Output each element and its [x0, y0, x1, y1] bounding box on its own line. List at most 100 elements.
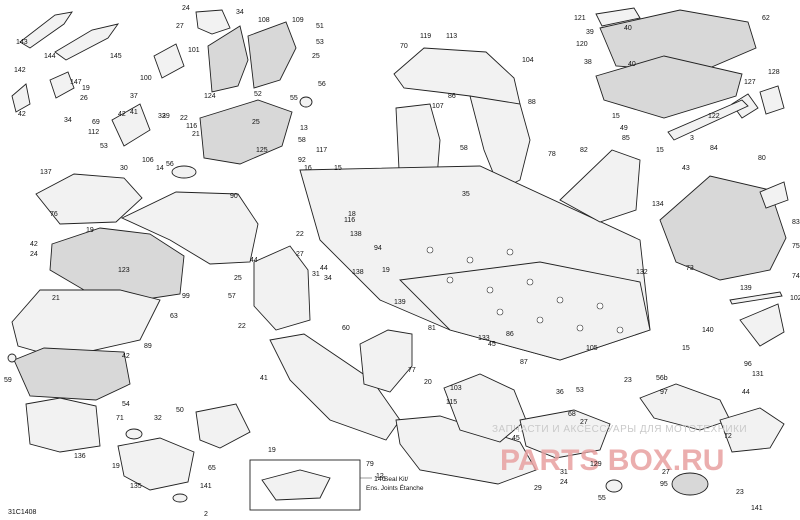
callout-34: 34 [236, 9, 244, 16]
callout-128: 128 [768, 69, 780, 76]
callout-24: 24 [560, 479, 568, 486]
callout-56: 56 [318, 81, 326, 88]
callout-15: 15 [334, 165, 342, 172]
callout-40: 40 [624, 25, 632, 32]
callout-73: 73 [686, 265, 694, 272]
part-rack-62 [599, 9, 757, 73]
callout-15: 15 [682, 345, 690, 352]
callout-97: 97 [660, 389, 668, 396]
callout-29: 29 [534, 485, 542, 492]
floor-hole [596, 302, 604, 310]
part-rack-120 [595, 55, 743, 119]
part-bracket-83 [759, 181, 789, 209]
callout-53: 53 [576, 387, 584, 394]
callout-27: 27 [662, 469, 670, 476]
part-tunnel-88 [469, 95, 531, 191]
callout-25: 25 [312, 53, 320, 60]
part-ring-12 [172, 493, 188, 503]
callout-71: 71 [116, 415, 124, 422]
callout-30: 30 [120, 165, 128, 172]
callout-140: 140 [702, 327, 714, 334]
part-cover-136 [195, 403, 251, 449]
callout-132: 132 [636, 269, 648, 276]
callout-134: 134 [652, 201, 664, 208]
callout-19: 19 [382, 267, 390, 274]
callout-78: 78 [548, 151, 556, 158]
part-ring-54 [7, 353, 17, 363]
callout-22: 22 [180, 115, 188, 122]
callout-39: 39 [586, 29, 594, 36]
callout-136: 136 [74, 453, 86, 460]
callout-80: 80 [758, 155, 766, 162]
callout-125: 125 [256, 147, 268, 154]
callout-99: 99 [182, 293, 190, 300]
callout-106: 106 [142, 157, 154, 164]
callout-42: 42 [18, 111, 26, 118]
floor-hole [506, 248, 514, 256]
callout-68: 68 [568, 411, 576, 418]
callout-54: 54 [122, 401, 130, 408]
part-console-113 [393, 47, 521, 109]
callout-81: 81 [428, 325, 436, 332]
callout-31: 31 [560, 469, 568, 476]
floor-hole [616, 326, 624, 334]
callout-19: 19 [268, 447, 276, 454]
callout-115: 115 [446, 399, 457, 406]
callout-21: 21 [192, 131, 200, 138]
callout-41: 41 [260, 375, 268, 382]
callout-62: 62 [762, 15, 770, 22]
callout-103: 103 [450, 385, 462, 392]
part-housing-13 [199, 99, 293, 165]
callout-147: 147 [70, 79, 82, 86]
floor-hole [446, 276, 454, 284]
callout-112: 112 [88, 129, 99, 136]
callout-15: 15 [612, 113, 620, 120]
callout-60: 60 [342, 325, 350, 332]
seal-kit-label: Seal Kit/ [384, 476, 408, 483]
part-grip-121 [595, 7, 641, 27]
callout-56: 56 [166, 161, 174, 168]
callout-101: 101 [188, 47, 200, 54]
part-trim-strip-143 [19, 11, 73, 49]
floor-hole [496, 308, 504, 316]
part-cap-56 [171, 165, 197, 179]
part-panel-57 [253, 245, 311, 331]
callout-27: 27 [296, 251, 304, 258]
part-bracket-147 [49, 71, 75, 99]
callout-116: 116 [186, 123, 197, 130]
part-panel-139 [399, 261, 651, 361]
callout-131: 131 [752, 371, 764, 378]
floor-holes [426, 246, 624, 334]
callout-63: 63 [170, 313, 178, 320]
callout-19: 19 [86, 227, 94, 234]
seal-kit-number: 146 [374, 476, 386, 483]
callout-123: 123 [118, 267, 130, 274]
callout-77: 77 [408, 367, 416, 374]
callout-33: 33 [158, 113, 166, 120]
part-hood-137 [35, 173, 143, 225]
callout-27: 27 [176, 23, 184, 30]
callout-45: 45 [512, 435, 520, 442]
callout-21: 21 [52, 295, 60, 302]
callout-72: 72 [724, 433, 732, 440]
callout-119: 119 [420, 33, 431, 40]
callout-113: 113 [446, 33, 457, 40]
callout-58: 58 [460, 145, 468, 152]
callout-143: 143 [16, 39, 28, 46]
callout-25: 25 [234, 275, 242, 282]
callout-53: 53 [316, 39, 324, 46]
callout-86: 86 [448, 93, 456, 100]
callout-36: 36 [556, 389, 564, 396]
callout-141: 141 [751, 505, 763, 512]
callout-37: 37 [130, 93, 138, 100]
callout-59: 59 [4, 377, 12, 384]
seal-kit-label-fr: Ens. Joints Étanche [366, 483, 424, 492]
callout-124: 124 [204, 93, 216, 100]
part-fender-82 [559, 149, 641, 223]
floor-hole [426, 246, 434, 254]
callout-138: 138 [352, 269, 364, 276]
callout-109: 109 [292, 17, 304, 24]
part-fender-80 [659, 175, 787, 281]
callout-22: 22 [296, 231, 304, 238]
part-panel-89 [11, 289, 161, 359]
